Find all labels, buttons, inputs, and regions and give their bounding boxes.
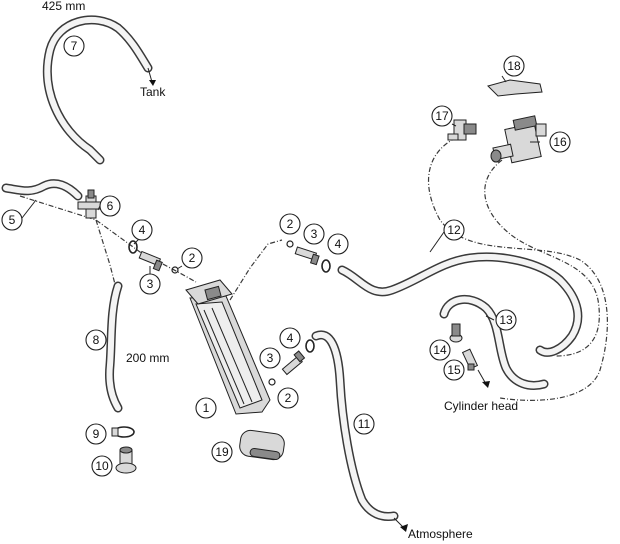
svg-text:2: 2 xyxy=(285,391,292,405)
vent-line-upper xyxy=(19,195,197,283)
nipple-3-left xyxy=(138,250,163,272)
callout-2-lower: 2 xyxy=(277,387,299,409)
callout-11: 11 xyxy=(353,413,375,435)
svg-text:16: 16 xyxy=(553,135,567,149)
connector-17 xyxy=(447,119,477,141)
callout-15: 15 xyxy=(443,359,465,381)
o-ring-2-left xyxy=(171,266,179,274)
callout-2-right: 2 xyxy=(279,213,301,235)
purge-line-long xyxy=(427,137,608,401)
callout-6: 6 xyxy=(99,195,121,217)
svg-text:17: 17 xyxy=(435,109,449,123)
svg-text:1: 1 xyxy=(203,401,210,415)
callout-3-lower: 3 xyxy=(259,347,281,369)
callout-18: 18 xyxy=(503,55,525,77)
tank-arrowhead xyxy=(149,80,156,86)
hose-7 xyxy=(42,15,153,165)
nipple-15 xyxy=(461,348,479,371)
svg-text:14: 14 xyxy=(433,343,447,357)
callout-2-left: 2 xyxy=(181,247,203,269)
canister-1 xyxy=(185,279,271,415)
clamp-9 xyxy=(111,426,135,438)
hose-12 xyxy=(337,252,583,357)
purge-valve-16 xyxy=(490,115,547,164)
label-tank: Tank xyxy=(140,85,166,99)
callout-4-right: 4 xyxy=(327,233,349,255)
fitting-14 xyxy=(449,323,463,343)
svg-text:8: 8 xyxy=(93,333,100,347)
svg-text:4: 4 xyxy=(335,237,342,251)
o-ring-2-lower xyxy=(268,378,276,386)
hose-11 xyxy=(311,330,399,521)
atmosphere-arrowhead xyxy=(400,524,408,532)
hose-5 xyxy=(1,179,83,201)
callout-16: 16 xyxy=(549,131,571,153)
callout-1: 1 xyxy=(195,397,217,419)
callout-3-left: 3 xyxy=(139,273,161,295)
svg-text:10: 10 xyxy=(95,459,109,473)
svg-text:11: 11 xyxy=(358,417,371,431)
svg-text:9: 9 xyxy=(93,427,100,441)
svg-text:5: 5 xyxy=(9,213,16,227)
callout-4-lower: 4 xyxy=(279,327,301,349)
callout-8: 8 xyxy=(85,329,107,351)
hose-13 xyxy=(439,295,549,390)
svg-text:7: 7 xyxy=(71,39,78,53)
svg-text:4: 4 xyxy=(139,223,146,237)
callout-3-right: 3 xyxy=(303,223,325,245)
callout-13: 13 xyxy=(495,309,517,331)
clamp-4-lower xyxy=(305,339,315,353)
cap-19 xyxy=(239,429,285,461)
callout-12: 12 xyxy=(443,219,465,241)
svg-text:19: 19 xyxy=(215,445,229,459)
leader-5 xyxy=(21,199,37,219)
clamp-4-right xyxy=(321,259,331,273)
leader-13 xyxy=(485,315,495,321)
label-425mm: 425 mm xyxy=(42,0,85,13)
hose-8 xyxy=(105,281,123,413)
nipple-3-right xyxy=(294,246,320,266)
label-cylinder-head: Cylinder head xyxy=(444,399,518,413)
callout-10: 10 xyxy=(91,455,113,477)
leader-2-left xyxy=(176,265,183,270)
o-ring-2-right xyxy=(286,240,294,248)
fitting-10 xyxy=(115,446,137,474)
nipple-3-lower xyxy=(281,350,306,376)
purge-line-short xyxy=(229,239,283,301)
svg-text:15: 15 xyxy=(447,363,461,377)
svg-text:3: 3 xyxy=(267,351,274,365)
svg-text:4: 4 xyxy=(287,331,294,345)
callout-17: 17 xyxy=(431,105,453,127)
cylinder-head-arrow xyxy=(477,369,487,385)
svg-text:2: 2 xyxy=(189,251,196,265)
svg-text:13: 13 xyxy=(499,313,513,327)
callout-19: 19 xyxy=(211,441,233,463)
cylinder-head-arrowhead xyxy=(482,381,490,388)
svg-text:6: 6 xyxy=(107,199,114,213)
tank-arrow xyxy=(147,67,153,83)
svg-text:3: 3 xyxy=(147,277,154,291)
svg-text:2: 2 xyxy=(287,217,294,231)
svg-text:18: 18 xyxy=(507,59,521,73)
clamp-4-left xyxy=(128,240,138,254)
svg-text:12: 12 xyxy=(447,223,461,237)
callout-9: 9 xyxy=(85,423,107,445)
label-atmosphere: Atmosphere xyxy=(408,527,473,541)
callout-7: 7 xyxy=(63,35,85,57)
callout-14: 14 xyxy=(429,339,451,361)
leader-17 xyxy=(451,123,457,127)
leader-18 xyxy=(501,75,507,83)
purge-line-valve xyxy=(484,159,600,357)
callout-5: 5 xyxy=(1,209,23,231)
callout-4-left: 4 xyxy=(131,219,153,241)
leader-12 xyxy=(429,231,445,253)
svg-text:3: 3 xyxy=(311,227,318,241)
label-200mm: 200 mm xyxy=(126,351,169,365)
bracket-18 xyxy=(487,79,543,97)
vent-line-down xyxy=(95,219,117,289)
